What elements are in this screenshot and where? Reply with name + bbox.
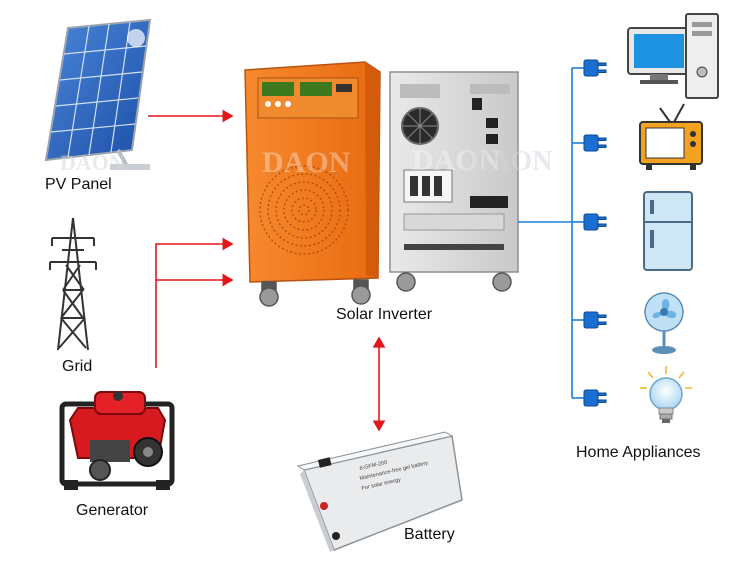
plug-icon xyxy=(583,389,607,407)
plug-icon xyxy=(583,213,607,231)
light-bulb-icon xyxy=(640,366,692,423)
transmission-tower-icon xyxy=(49,217,97,351)
refrigerator-icon xyxy=(643,191,693,271)
home-appliances-label: Home Appliances xyxy=(576,444,701,461)
solar-inverter-label: Solar Inverter xyxy=(336,306,433,323)
pv-panel-label: PV Panel xyxy=(45,176,112,193)
generator-icon xyxy=(59,391,175,490)
speaker-grill xyxy=(259,165,349,255)
watermark-inverter: DAON xyxy=(262,146,351,179)
computer-icon xyxy=(627,13,719,99)
battery-label: Battery xyxy=(404,526,455,543)
battery-icon: 6-GFM-200 Maintenance-free gel battery F… xyxy=(296,431,463,552)
fan-icon xyxy=(644,292,684,354)
appliance-connections xyxy=(518,67,584,399)
watermark-inverter-back: DAON xyxy=(412,144,501,177)
generator-arrow xyxy=(155,237,234,368)
watermark-right: DAON xyxy=(470,146,552,177)
grid-label: Grid xyxy=(62,358,93,375)
plug-icon xyxy=(583,134,607,152)
watermark-pv: DAON xyxy=(60,150,125,175)
inverter-icon: DAON xyxy=(244,61,381,307)
power-input-arrows xyxy=(148,109,386,432)
plug-icon xyxy=(583,311,607,329)
tv-icon xyxy=(639,103,703,170)
generator-label: Generator xyxy=(76,502,149,519)
solar-panel-icon xyxy=(44,18,152,170)
plug-icon xyxy=(583,59,607,77)
inverter-back-icon: DAON xyxy=(389,71,519,292)
plug-icons xyxy=(583,59,607,407)
